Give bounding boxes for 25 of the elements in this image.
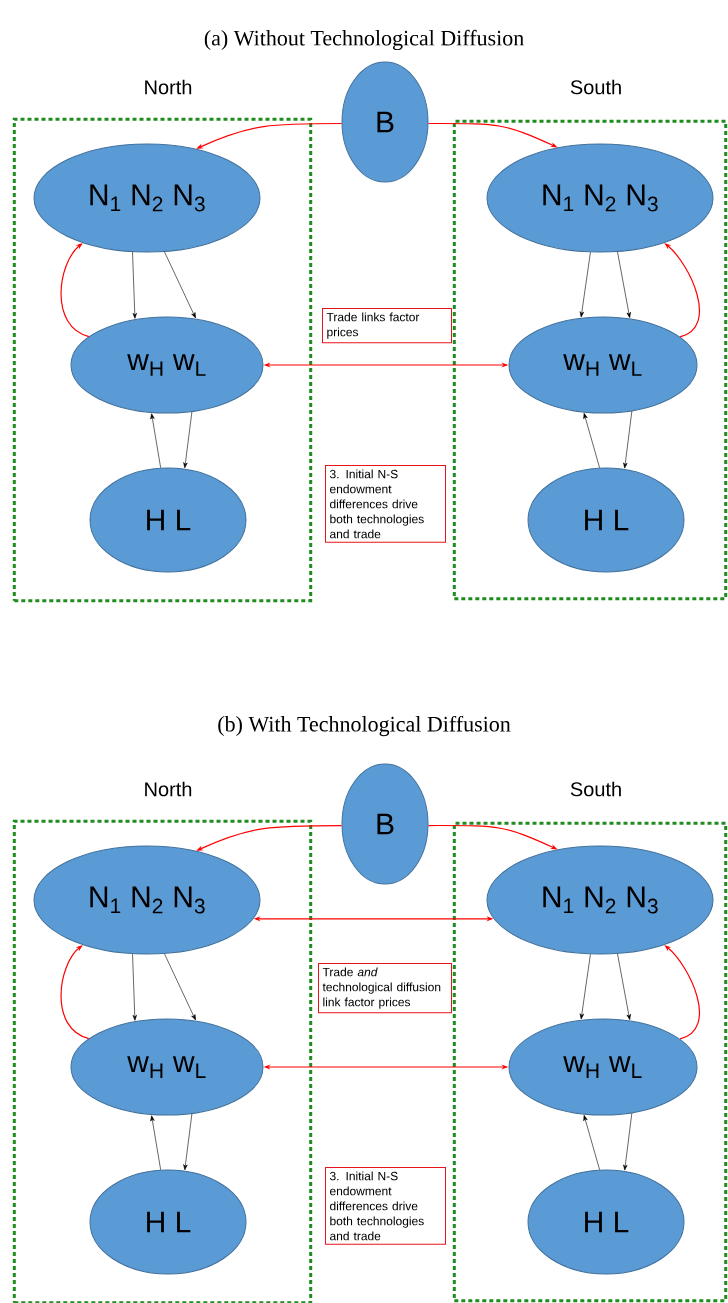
note-box: Trade and technological diffusion link factor prices [318,963,452,1014]
arrow [579,252,591,318]
arrow [623,410,633,469]
arrow [623,1112,633,1171]
arrow [150,1115,161,1171]
node-label: North [145,79,192,95]
arrow [132,953,137,1021]
arrow [183,1113,193,1171]
arrow [150,413,161,469]
node-label: North [145,781,192,797]
node-label: South [570,781,621,797]
arrow [583,1115,600,1170]
node-label: South [570,79,621,95]
note-box: Trade links factor prices [322,308,452,344]
arrow [132,251,137,319]
arrow [183,411,193,469]
note-box: 3. Initial N-S endowment differences drive both technologies and trade [325,1167,446,1245]
arrow [164,953,196,1021]
arrow [579,954,591,1020]
arrow [617,251,631,318]
note-box: 3. Initial N-S endowment differences drive both technologies and trade [325,465,446,543]
arrow [164,251,196,319]
arrow [617,953,631,1020]
panel-title: (b) With Technological Diffusion [218,715,511,737]
arrow [583,413,600,468]
